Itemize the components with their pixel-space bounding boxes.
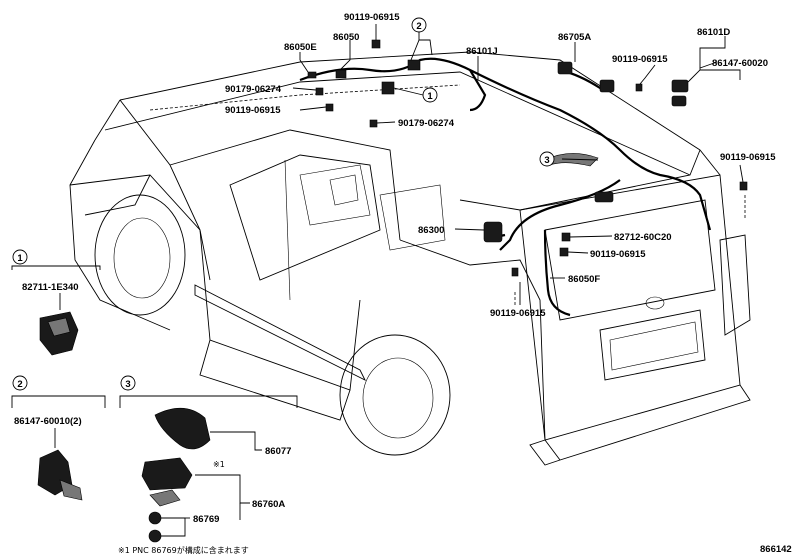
footnote: ※1 PNC 86769が構成に含まれます [118, 545, 249, 555]
part-label: 86300 [418, 225, 444, 236]
gasket-icon [149, 489, 181, 507]
part-label: 90119-06915 [344, 12, 400, 23]
connector-icon [381, 81, 395, 95]
bracket-tab-icon [59, 479, 83, 501]
callout-number: 2 [17, 379, 22, 390]
antenna-base-icon [141, 457, 193, 491]
connector-icon [307, 71, 317, 79]
detail-group-3: 3 86077 ※1 86760A 86769 [119, 375, 298, 543]
part-label: 86050F [568, 274, 600, 285]
vehicle-parts [307, 39, 748, 277]
bolt-icon [739, 181, 748, 191]
part-label: 82712-60C20 [614, 232, 672, 243]
part-label: 86705A [558, 32, 591, 43]
part-label: 86760A [252, 499, 285, 510]
callout-3-top: 3 [539, 151, 555, 167]
wire-harness [299, 57, 712, 317]
part-label: 90119-06915 [612, 54, 668, 65]
part-label: 86101J [466, 46, 498, 57]
callout-1-top: 1 [422, 87, 438, 103]
part-label: 86050E [284, 42, 317, 53]
nut-icon [148, 529, 162, 543]
callout-2-top: 2 [411, 17, 427, 33]
detail-group-1: 1 82711-1E340 [11, 249, 101, 356]
part-label: 86147-60010(2) [14, 416, 82, 427]
connector-icon [594, 191, 614, 203]
clip-icon [369, 119, 378, 128]
antenna-amplifier-icon [483, 221, 503, 243]
connector-icon [671, 79, 689, 93]
detail-group-2: 2 86147-60010(2) [11, 375, 106, 501]
connector-icon [407, 59, 421, 71]
clip-icon [561, 232, 571, 242]
leader-lines [292, 24, 746, 305]
antenna-cover-icon [154, 407, 211, 450]
callout-number: 1 [17, 253, 23, 264]
part-labels: 90119-06915 86050E 86050 90179-06274 901… [225, 12, 776, 319]
clip-icon [325, 103, 334, 112]
part-label: 82711-1E340 [22, 282, 79, 293]
callout-number: 1 [427, 91, 433, 102]
part-label: 86077 [265, 446, 291, 457]
bolt-icon [635, 83, 643, 92]
callout-number: 3 [125, 379, 130, 390]
bolt-icon [371, 39, 381, 49]
part-label: 90119-06915 [225, 105, 281, 116]
callout-number: 3 [544, 155, 549, 166]
part-label: 86769 [193, 514, 219, 525]
bolt-icon [511, 267, 519, 277]
part-label: 86050 [333, 32, 359, 43]
harness-connector-icon [599, 79, 615, 93]
part-label: 90119-06915 [490, 308, 546, 319]
connector-icon [671, 95, 687, 107]
callout-number: 2 [416, 21, 421, 32]
part-label: 86101D [697, 27, 730, 38]
nut-icon [148, 511, 162, 525]
part-label: 86147-60020 [712, 58, 768, 69]
vehicle-outline [69, 51, 751, 466]
connector-icon [335, 69, 347, 79]
part-label: 90179-06274 [398, 118, 455, 129]
part-label: 90119-06915 [720, 152, 776, 163]
figure-id: 866142 [760, 544, 792, 555]
roof-antenna-icon [544, 153, 599, 167]
bolt-icon [559, 247, 569, 257]
note-mark: ※1 [213, 460, 225, 469]
harness-connector-icon [557, 61, 573, 75]
clip-icon [315, 87, 324, 96]
part-label: 90119-06915 [590, 249, 646, 260]
connector-face-icon [47, 317, 71, 337]
part-label: 90179-06274 [225, 84, 282, 95]
